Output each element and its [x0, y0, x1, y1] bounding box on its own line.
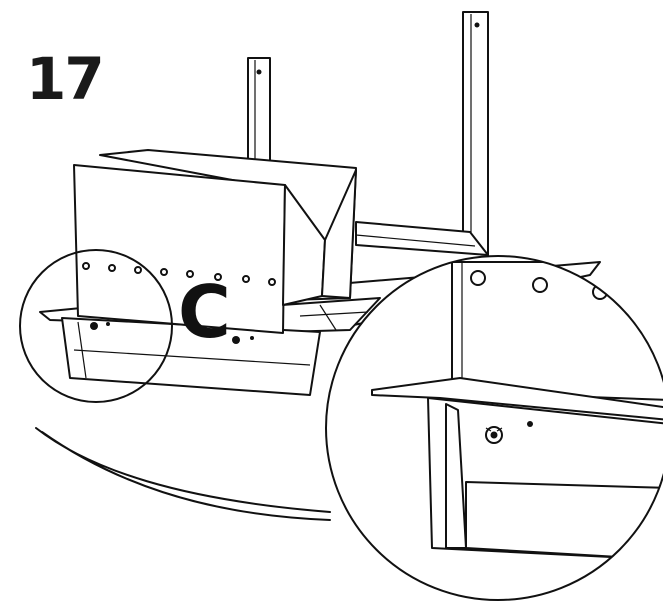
part-label: C	[178, 270, 231, 354]
drawer-box	[73, 149, 357, 334]
detail-callout-circle	[19, 249, 173, 403]
back-rail	[355, 221, 489, 256]
detail-leader	[35, 427, 331, 521]
right-upright-post	[462, 11, 489, 256]
screw-icon	[485, 426, 503, 444]
step-number: 17	[26, 45, 105, 113]
magnified-detail	[325, 255, 663, 601]
left-upright-post	[247, 57, 271, 169]
